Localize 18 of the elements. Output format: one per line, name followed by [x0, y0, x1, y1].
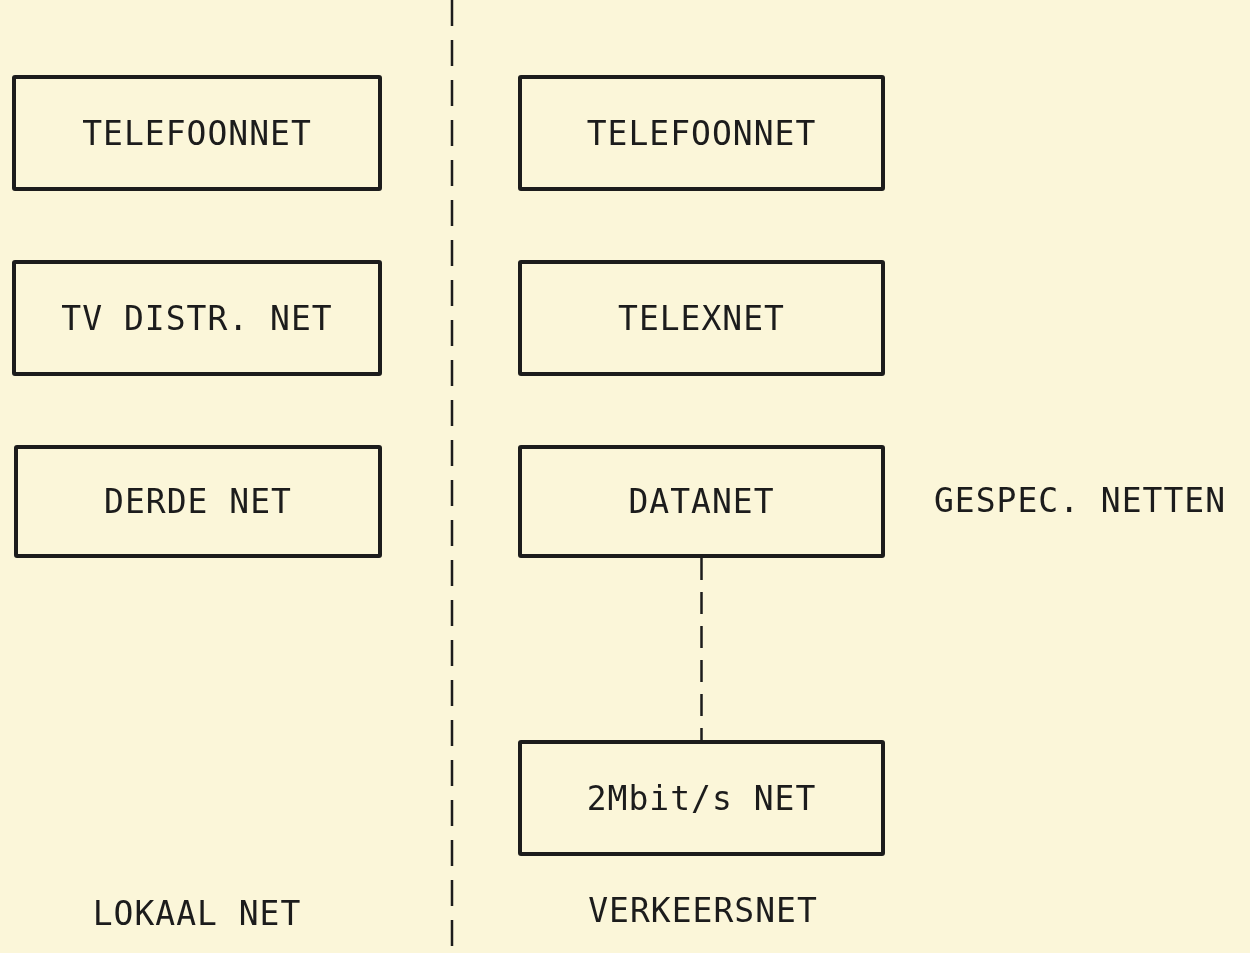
network-box [518, 740, 885, 856]
network-name: DATANET [628, 482, 775, 521]
network-box [518, 445, 885, 558]
network-name: 2Mbit/s NET [586, 778, 817, 818]
network-name: DERDE NET [104, 482, 292, 521]
network-box [14, 445, 382, 558]
network-name: TELEXNET [618, 298, 785, 338]
network-box [518, 260, 885, 376]
network-box [518, 75, 885, 191]
connector-line [700, 558, 703, 740]
network-name: TELEFOONNET [82, 113, 312, 153]
network-box [12, 260, 382, 376]
network-name: TELEFOONNET [586, 113, 817, 153]
network-name: TV DISTR. NET [61, 298, 333, 338]
network-box [12, 75, 382, 191]
section-label: VERKEERSNET [588, 890, 818, 930]
section-label: LOKAAL NET [92, 893, 302, 933]
section-label: GESPEC. NETTEN [933, 480, 1227, 520]
